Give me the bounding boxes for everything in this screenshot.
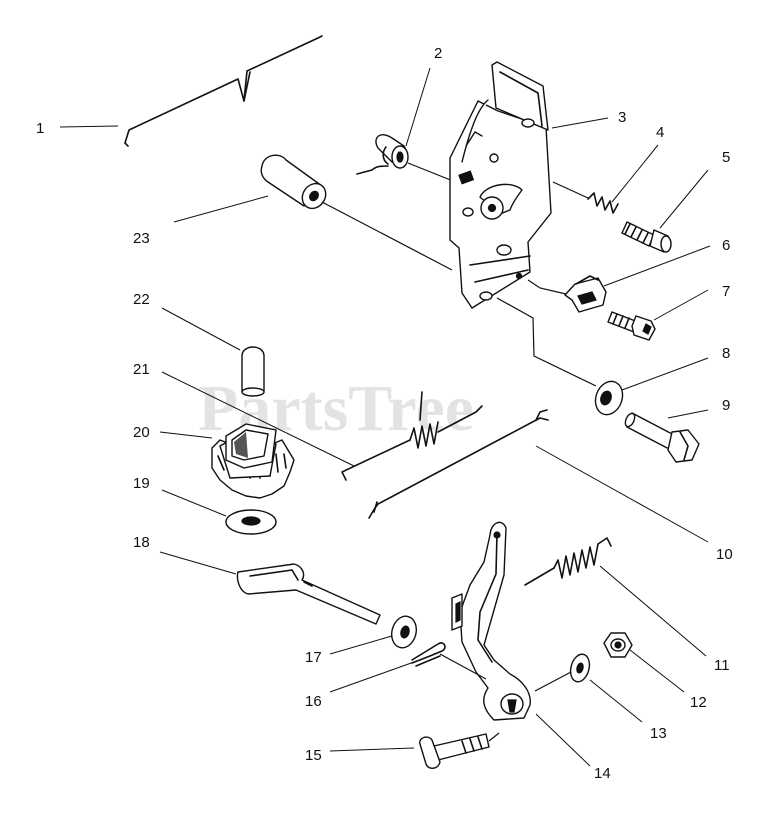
- callout-4: 4: [656, 124, 664, 141]
- governor-lever-icon: [451, 521, 531, 721]
- callout-9: 9: [722, 397, 730, 414]
- centerline-4: [552, 181, 589, 199]
- control-bracket-icon: [449, 61, 552, 309]
- callout-12: 12: [690, 694, 707, 711]
- sleeve-spacer-icon: [260, 154, 327, 210]
- hex-nut-icon: [603, 632, 633, 658]
- callout-16: 16: [305, 693, 322, 710]
- centerline-6: [527, 279, 567, 295]
- centerline-13: [534, 671, 572, 692]
- callout-21: 21: [133, 361, 150, 378]
- governor-rod-icon: [124, 35, 323, 147]
- callout-5: 5: [722, 149, 730, 166]
- centerline-15: [488, 732, 500, 742]
- shoulder-bolt-icon: [624, 412, 700, 463]
- washer-icon: [594, 380, 624, 416]
- callout-15: 15: [305, 747, 322, 764]
- callout-8: 8: [722, 345, 730, 362]
- governor-spool-icon: [241, 346, 265, 397]
- callout-13: 13: [650, 725, 667, 742]
- callout-23: 23: [133, 230, 150, 247]
- callout-18: 18: [133, 534, 150, 551]
- callout-1: 1: [36, 120, 44, 137]
- callout-2: 2: [434, 45, 442, 62]
- callout-3: 3: [618, 109, 626, 126]
- spring-bushing-icon: [356, 134, 409, 175]
- callout-14: 14: [594, 765, 611, 782]
- spring-clip-icon: [564, 275, 607, 313]
- flat-washer-icon: [569, 653, 591, 683]
- callout-11: 11: [714, 657, 730, 674]
- centerline-16: [439, 653, 487, 680]
- washer-small-icon: [390, 615, 418, 649]
- callout-6: 6: [722, 237, 730, 254]
- callout-20: 20: [133, 424, 150, 441]
- compression-spring-icon: [587, 192, 619, 214]
- centerline-8: [496, 297, 597, 387]
- governor-shaft-icon: [236, 563, 381, 625]
- screw-icon: [621, 221, 672, 253]
- callout-19: 19: [133, 475, 150, 492]
- carriage-bolt-icon: [419, 733, 490, 769]
- cotter-pin-icon: [411, 642, 446, 667]
- thrust-washer-icon: [225, 509, 277, 535]
- hex-screw-icon: [607, 311, 656, 341]
- governor-gear-icon: [211, 423, 295, 499]
- callout-17: 17: [305, 649, 322, 666]
- callout-10: 10: [716, 546, 733, 563]
- callout-22: 22: [133, 291, 150, 308]
- extension-spring-icon: [524, 537, 612, 586]
- governor-spring-link-icon: [341, 391, 483, 481]
- callout-7: 7: [722, 283, 730, 300]
- leader-lines: [59, 67, 711, 767]
- choke-link-icon: [368, 409, 549, 519]
- centerline-23: [321, 201, 453, 271]
- callout-numbers: 1 2 3 4 5 6 7 8 9 10 11 12 13 14 15 16 1…: [36, 45, 733, 782]
